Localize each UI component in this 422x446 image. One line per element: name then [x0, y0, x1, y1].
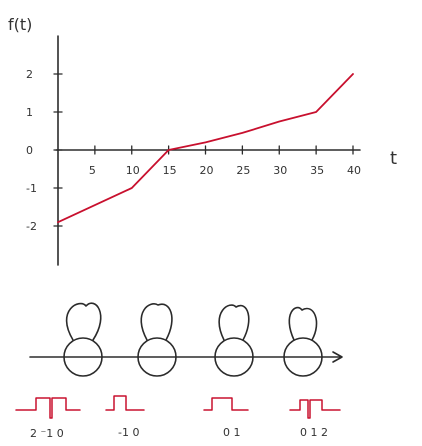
x-tick-label: 40: [347, 164, 361, 177]
flow-arrowhead: [332, 351, 343, 363]
self-loop: [140, 303, 173, 341]
y-tick-label: 0: [26, 144, 33, 157]
x-tick-label: 10: [126, 164, 140, 177]
state-diagram: [29, 302, 343, 377]
x-tick-label: 25: [236, 164, 250, 177]
self-loop: [65, 302, 102, 341]
pulse-2: [105, 395, 145, 411]
x-tick-label: 15: [163, 164, 177, 177]
self-loop: [218, 304, 250, 341]
node-4: [283, 306, 323, 377]
y-ticks: 2 1 0 -1 -2: [26, 68, 63, 233]
node-3: [214, 304, 254, 377]
pulse-4: [289, 399, 341, 419]
y-axis-label: f(t): [8, 15, 32, 34]
y-tick-label: -2: [26, 220, 37, 233]
node-1: [63, 302, 103, 377]
pulse-1: [15, 397, 81, 419]
y-tick-label: 1: [26, 106, 33, 119]
self-loop: [288, 306, 318, 341]
y-tick-label: 2: [26, 68, 33, 81]
x-tick-label: 20: [200, 164, 214, 177]
pulse-label-2: -1 0: [118, 426, 139, 439]
pulse-waveforms: 2 ⁻1 0 -1 0 0 1 0 1 2: [15, 395, 341, 440]
x-tick-label: 30: [273, 164, 287, 177]
x-tick-label: 35: [310, 164, 324, 177]
x-tick-label: 5: [89, 164, 96, 177]
y-tick-label: -1: [26, 182, 37, 195]
pulse-label-1: 2 ⁻1 0: [30, 427, 64, 440]
x-axis-label: t: [390, 148, 397, 169]
pulse-label-4: 0 1 2: [300, 426, 328, 439]
series-line: [57, 73, 354, 224]
pulse-3: [203, 397, 249, 411]
node-2: [137, 303, 177, 377]
x-ticks: 5 10 15 20 25 30 35 40: [89, 145, 361, 177]
pulse-label-3: 0 1: [223, 426, 241, 439]
